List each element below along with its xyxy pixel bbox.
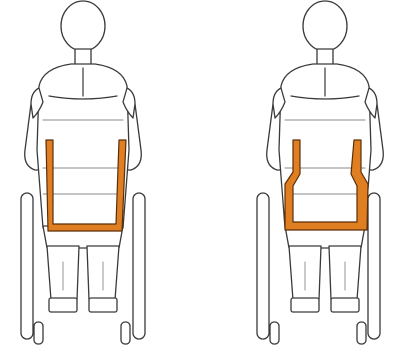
wheelchair-frame-left-rail	[257, 193, 269, 339]
wheelchair-frame-right-rail	[133, 193, 145, 339]
wheelchair-frame-right-rail	[368, 193, 380, 339]
figure-left	[21, 1, 145, 344]
wheelchair-caster-left	[270, 322, 279, 344]
wheelchair-caster-right	[357, 322, 366, 344]
seated-person-figure	[267, 1, 384, 312]
wheelchair-caster-right	[121, 322, 130, 344]
wheelchair-frame-left-rail	[21, 193, 33, 339]
wheelchair-caster-left	[34, 322, 43, 344]
figure-right	[257, 1, 383, 344]
